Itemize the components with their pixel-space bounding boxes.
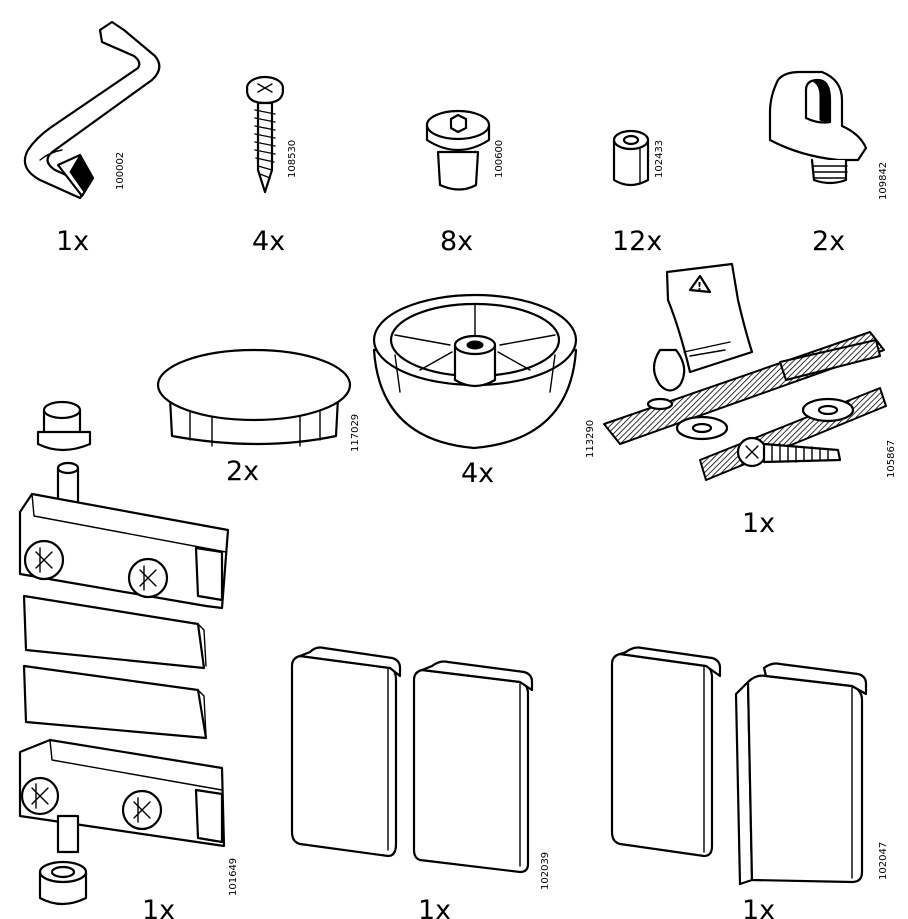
quantity-cover-cap: 2x: [226, 456, 259, 487]
part-code-allen-key: 100002: [115, 152, 126, 190]
quantity-barrel-nut: 8x: [440, 226, 473, 257]
quantity-clips-a: 1x: [418, 895, 451, 919]
quantity-spacer-sleeve: 12x: [612, 226, 662, 257]
quantity-adjustable-foot: 4x: [461, 458, 494, 489]
part-code-adjustable-foot: 113290: [585, 420, 596, 458]
part-code-clips-b: 102047: [878, 842, 889, 880]
cover-cap-icon: [156, 348, 352, 447]
foot-icon: [372, 293, 578, 450]
quantity-clips-b: 1x: [742, 895, 775, 919]
quantity-wall-anchor: 1x: [742, 508, 775, 539]
part-code-barrel-nut: 100600: [494, 140, 505, 178]
shelf-support-icon: [768, 70, 868, 185]
spacer-sleeve-icon: [612, 129, 650, 187]
quantity-hinge-set: 1x: [142, 895, 175, 919]
part-code-wood-screw: 108530: [287, 140, 298, 178]
screw-icon: [245, 75, 285, 194]
part-code-shelf-support: 109842: [878, 162, 889, 200]
part-code-spacer-sleeve: 102433: [654, 140, 665, 178]
quantity-wood-screw: 4x: [252, 226, 285, 257]
quantity-allen-key: 1x: [56, 226, 89, 257]
hinge-set-icon: [18, 400, 230, 906]
quantity-shelf-support: 2x: [812, 226, 845, 257]
part-code-hinge-set: 101649: [228, 858, 239, 896]
part-code-clips-a: 102039: [540, 852, 551, 890]
barrel-nut-icon: [425, 109, 491, 191]
allen-key-icon: [23, 20, 161, 200]
glass-clip-icon: [610, 646, 868, 886]
part-code-wall-anchor: 105867: [886, 440, 897, 478]
glass-clip-icon: [290, 646, 534, 874]
wall-anchor-icon: !: [603, 262, 887, 481]
warning-mark: !: [697, 280, 702, 293]
part-code-cover-cap: 117029: [350, 414, 361, 452]
